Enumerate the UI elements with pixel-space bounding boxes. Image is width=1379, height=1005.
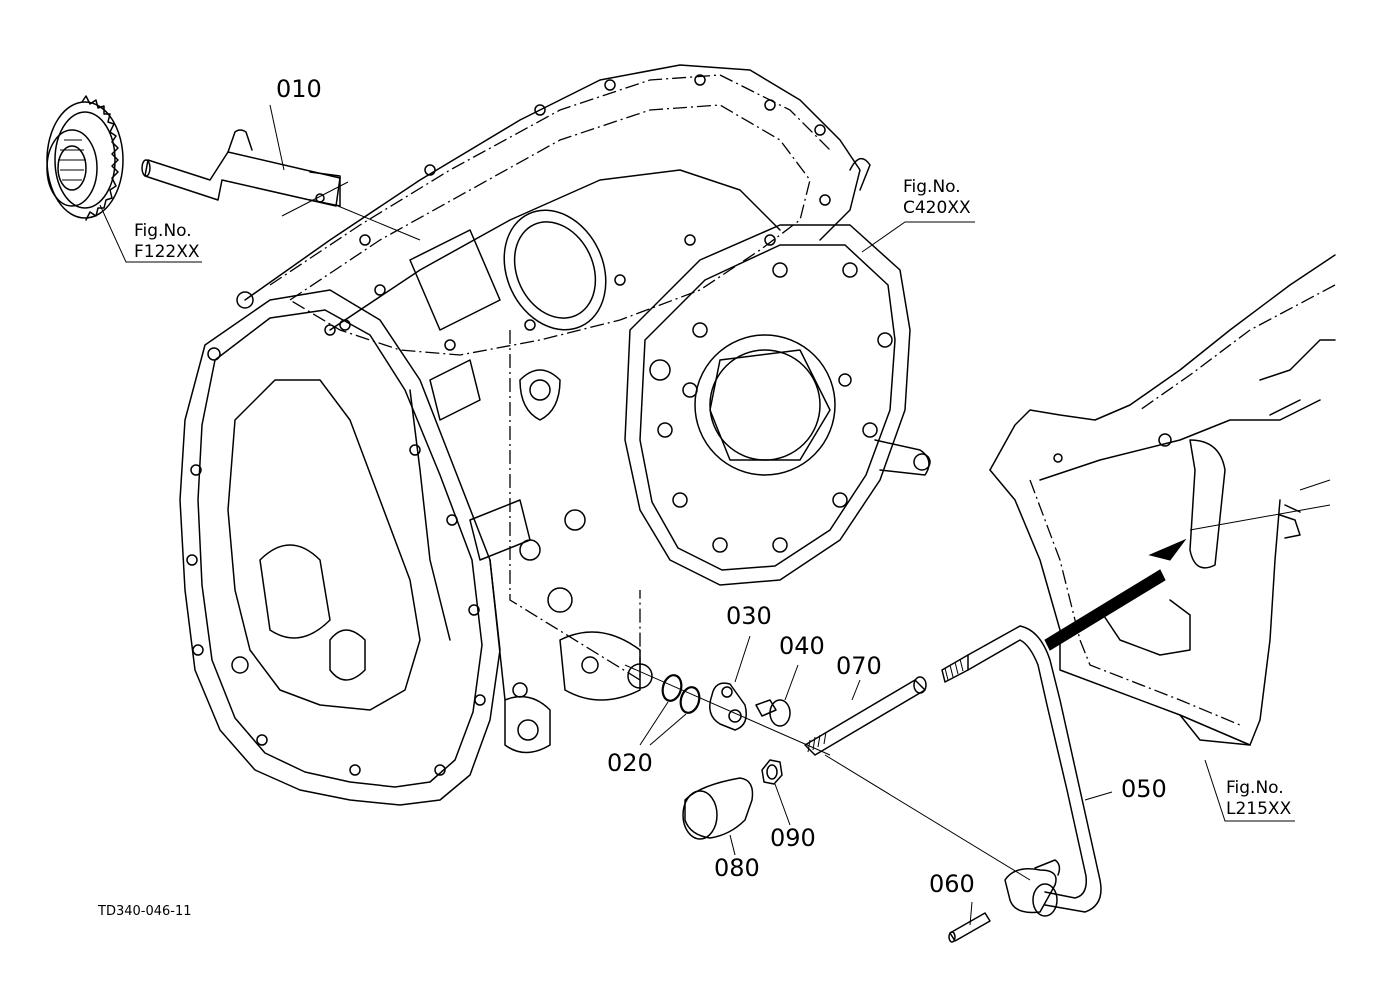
fig-ref-f122-number: F122XX bbox=[134, 242, 200, 262]
fig-ref-l215-number: L215XX bbox=[1226, 799, 1292, 819]
callout-090: 090 bbox=[770, 824, 816, 852]
spring-pin bbox=[948, 901, 991, 943]
nut bbox=[761, 759, 791, 826]
fig-ref-l215: Fig.No. L215XX bbox=[1226, 778, 1291, 820]
gear-assembly bbox=[46, 95, 124, 221]
callout-040: 040 bbox=[779, 632, 825, 660]
fig-ref-l215-label: Fig.No. bbox=[1226, 778, 1284, 798]
shift-shaft bbox=[141, 104, 421, 241]
shift-lever bbox=[941, 625, 1113, 917]
callout-020: 020 bbox=[607, 749, 653, 777]
fig-ref-c420-label: Fig.No. bbox=[903, 177, 961, 197]
callout-010: 010 bbox=[276, 75, 322, 103]
fig-ref-f122-label: Fig.No. bbox=[134, 221, 192, 241]
callout-060: 060 bbox=[929, 870, 975, 898]
fig-ref-leaders bbox=[99, 204, 1295, 822]
callout-080: 080 bbox=[714, 854, 760, 882]
lever-knob bbox=[682, 777, 754, 856]
callout-050: 050 bbox=[1121, 775, 1167, 803]
drawing-code: TD340-046-11 bbox=[98, 904, 192, 919]
transmission-case bbox=[179, 64, 931, 806]
fig-ref-c420: Fig.No. C420XX bbox=[903, 177, 971, 219]
callout-070: 070 bbox=[836, 652, 882, 680]
control-rod bbox=[804, 676, 1031, 881]
fig-ref-f122: Fig.No. F122XX bbox=[134, 221, 200, 263]
assembly-axis-line bbox=[624, 664, 831, 756]
gasket-plate bbox=[709, 635, 751, 731]
o-rings bbox=[639, 674, 701, 746]
fig-ref-c420-number: C420XX bbox=[903, 198, 971, 218]
bolt bbox=[755, 664, 799, 727]
right-frame bbox=[989, 254, 1336, 746]
callout-030: 030 bbox=[726, 602, 772, 630]
